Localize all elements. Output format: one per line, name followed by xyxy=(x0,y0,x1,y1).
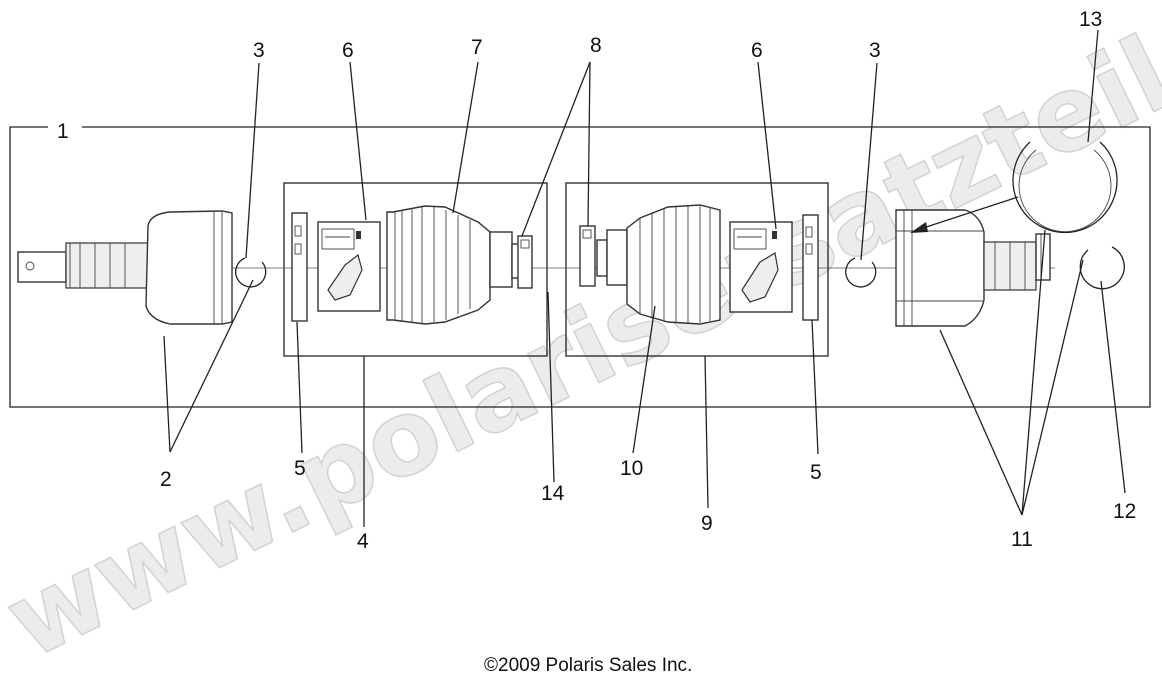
small-boot-clamp-right xyxy=(579,225,596,287)
callout-3-right: 3 xyxy=(869,39,881,62)
kit-frame xyxy=(9,126,1151,408)
callout-8: 8 xyxy=(590,34,602,57)
copyright-text: ©2009 Polaris Sales Inc. xyxy=(484,655,692,676)
grease-pack-right xyxy=(729,221,793,313)
grease-pack-left xyxy=(317,221,381,312)
callout-7: 7 xyxy=(471,36,483,59)
inner-cv-joint xyxy=(895,209,1051,327)
callout-6-left: 6 xyxy=(342,39,354,62)
callout-5-left: 5 xyxy=(294,457,306,480)
callout-3-left: 3 xyxy=(253,39,265,62)
outer-boot xyxy=(386,205,521,325)
callout-12: 12 xyxy=(1113,500,1136,523)
callout-13: 13 xyxy=(1079,8,1102,31)
boot-clamp-left xyxy=(291,212,308,322)
circlip-right xyxy=(845,257,877,288)
callout-5-right: 5 xyxy=(810,461,822,484)
small-snap-ring xyxy=(1079,246,1125,290)
boot-kit-frame-left xyxy=(283,182,548,357)
boot-clamp-right xyxy=(802,214,819,321)
small-boot-clamp-left xyxy=(517,235,533,289)
callout-9: 9 xyxy=(701,512,713,535)
callout-2: 2 xyxy=(160,468,172,491)
leader-lines xyxy=(163,29,1126,527)
circlip-left xyxy=(235,257,267,288)
callout-11: 11 xyxy=(1011,528,1033,551)
boot-kit-frame-right xyxy=(565,182,829,357)
large-retaining-ring xyxy=(1012,141,1118,234)
inner-boot xyxy=(596,204,721,325)
callout-14: 14 xyxy=(541,482,565,505)
outer-cv-joint xyxy=(17,210,233,325)
callout-4: 4 xyxy=(357,530,369,553)
callout-1: 1 xyxy=(57,120,69,143)
callout-6-right: 6 xyxy=(751,39,763,62)
callout-10: 10 xyxy=(620,457,643,480)
